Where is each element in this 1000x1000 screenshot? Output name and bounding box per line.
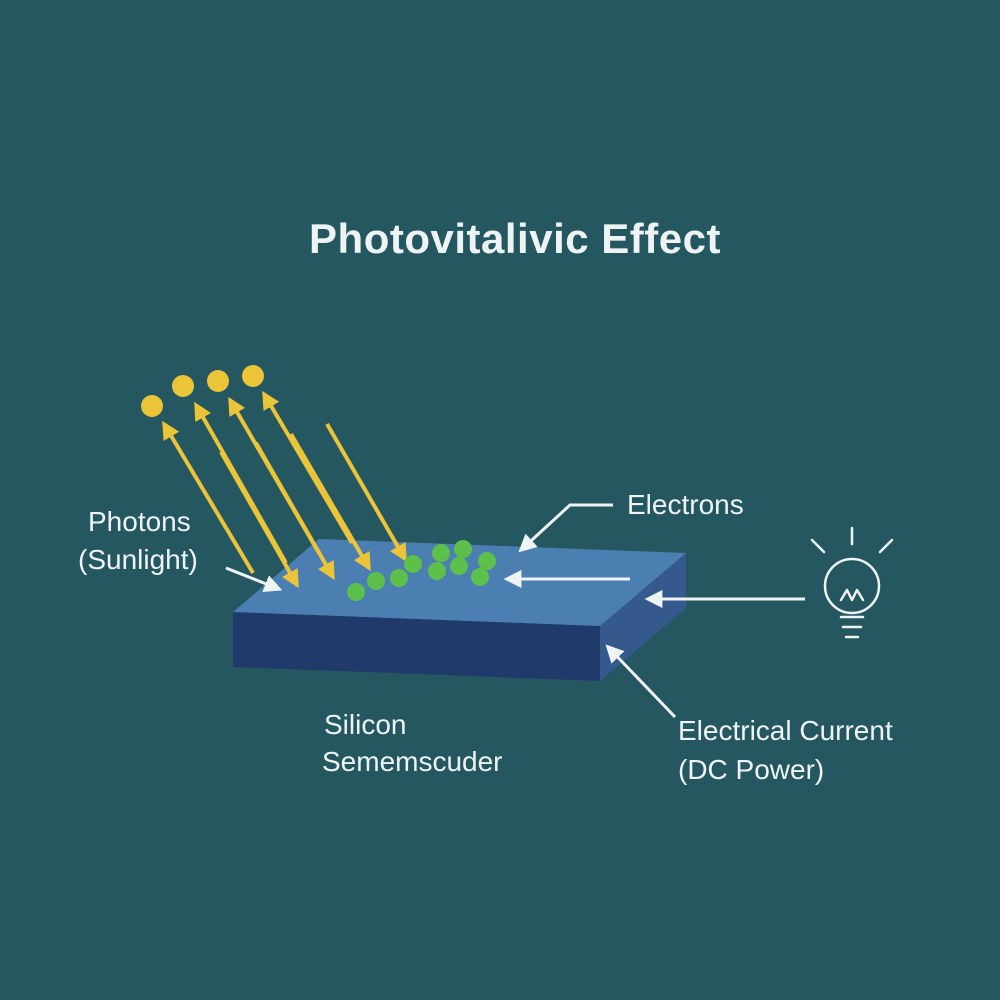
bulb-globe	[823, 557, 881, 615]
photon-arrow	[262, 390, 354, 545]
photon-dot	[141, 395, 163, 417]
electrical-current-pointer-line	[605, 644, 677, 719]
electron-dot	[471, 568, 489, 586]
electron-dot	[454, 540, 472, 558]
photon-arrow	[219, 451, 299, 589]
electron-dot	[450, 557, 468, 575]
silicon-label-line2: Sememscuder	[322, 746, 503, 777]
electrons-label: Electrons	[627, 489, 744, 520]
photons-label-line1: Photons	[88, 506, 191, 537]
slab-front-face	[233, 612, 600, 681]
electron-dot	[347, 583, 365, 601]
photons-label: Photons (Sunlight)	[78, 506, 198, 575]
electron-dot	[478, 552, 496, 570]
photon-dot	[207, 370, 229, 392]
electrical-current-label-line2: (DC Power)	[678, 754, 824, 785]
bulb-base	[839, 615, 865, 639]
photon-arrow	[254, 442, 335, 581]
electron-dot	[367, 572, 385, 590]
photon-dot	[242, 365, 264, 387]
light-bulb-icon	[810, 526, 894, 639]
photon-dots	[141, 365, 264, 417]
electron-dot	[432, 544, 450, 562]
electrical-current-label: Electrical Current (DC Power)	[678, 715, 893, 785]
electron-dot	[390, 569, 408, 587]
photon-arrow	[325, 422, 407, 563]
diagram-title: Photovitalivic Effect	[309, 215, 721, 262]
bulb-filament	[839, 588, 865, 602]
photons-pointer-line	[225, 566, 283, 593]
bulb-rays	[810, 526, 894, 554]
silicon-label-line1: Silicon	[324, 709, 406, 740]
electron-dot	[404, 555, 422, 573]
electrical-current-label-line1: Electrical Current	[678, 715, 893, 746]
slab-top-face	[233, 539, 686, 626]
photon-arrows-down	[219, 422, 407, 589]
photon-arrow	[289, 432, 371, 572]
photon-arrow	[162, 420, 255, 575]
electrons-pointer-line	[518, 503, 613, 553]
photons-label-line2: (Sunlight)	[78, 544, 198, 575]
electron-dot	[428, 562, 446, 580]
silicon-label: Silicon Sememscuder	[322, 709, 503, 777]
electron-dots	[347, 540, 496, 601]
photon-dot	[172, 375, 194, 397]
